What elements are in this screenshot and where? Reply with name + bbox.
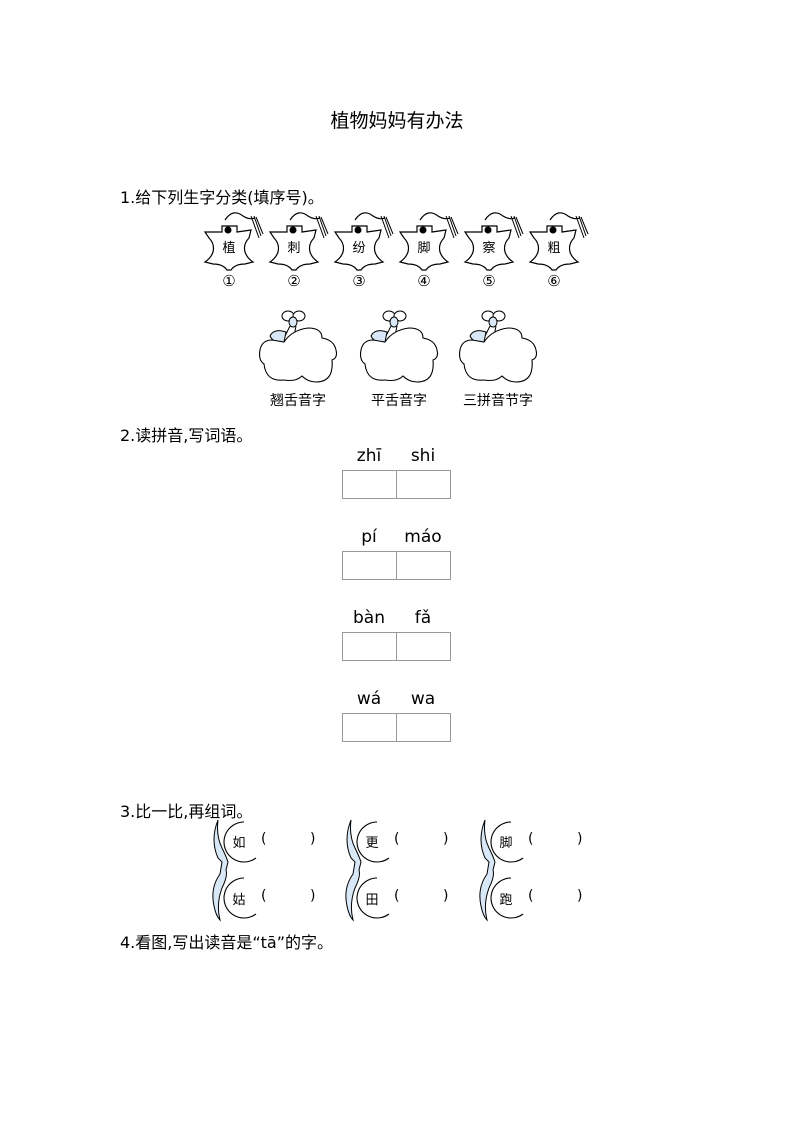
tag-character: 纷: [352, 241, 366, 256]
pair-character-bottom: 姑: [232, 893, 246, 908]
answer-blank-bottom[interactable]: [535, 889, 575, 907]
pair-character-bottom: 跑: [499, 893, 513, 908]
brace-icon: [212, 819, 257, 922]
bag-label: 三拼音节字: [463, 393, 533, 409]
tag-character: 脚: [417, 241, 431, 256]
page-title: 植物妈妈有办法: [330, 110, 464, 132]
leather-tag-icon: [268, 212, 329, 271]
tag-character: 植: [222, 241, 236, 256]
pinyin-word-4: wá wa: [342, 689, 452, 749]
writing-grid: [342, 551, 451, 580]
pinyin-word-2: pí máo: [342, 527, 452, 587]
open-paren: (: [528, 888, 534, 904]
question-2-heading: 2.读拼音,写词语。: [120, 426, 253, 445]
brace-icon: [345, 819, 390, 922]
pinyin-syllable: shi: [410, 446, 436, 466]
leather-tag-3: 纷 ③: [333, 208, 395, 294]
writing-cell[interactable]: [343, 714, 396, 741]
writing-cell[interactable]: [396, 471, 450, 498]
answer-blank-bottom[interactable]: [268, 889, 308, 907]
tag-number: ④: [417, 272, 431, 290]
writing-cell[interactable]: [396, 633, 450, 660]
pinyin-syllable: wa: [410, 689, 436, 709]
leather-tag-6: 粗 ⑥: [528, 208, 590, 294]
pinyin-syllable: máo: [404, 527, 442, 547]
bag-retroflex[interactable]: 翘舌音字: [256, 306, 340, 409]
close-paren: ): [577, 888, 583, 904]
writing-cell[interactable]: [343, 552, 396, 579]
leather-tag-icon: [333, 212, 394, 271]
pinyin-syllable: bàn: [353, 608, 385, 628]
close-paren: ): [577, 831, 583, 847]
tag-number: ②: [287, 272, 301, 290]
brace-icon: [479, 819, 524, 922]
writing-cell[interactable]: [343, 633, 396, 660]
close-paren: ): [443, 888, 449, 904]
bag-label: 平舌音字: [371, 393, 427, 409]
answer-blank-top[interactable]: [268, 832, 308, 850]
leather-tag-5: 察 ⑤: [463, 208, 525, 294]
tag-character: 刺: [287, 241, 301, 256]
bag-icon: [258, 310, 338, 383]
writing-cell[interactable]: [396, 552, 450, 579]
open-paren: (: [261, 831, 267, 847]
bag-triple-syllable[interactable]: 三拼音节字: [456, 306, 540, 409]
pair-character-top: 更: [365, 836, 379, 851]
writing-grid: [342, 632, 451, 661]
compare-pair-2: 更 田 ( ) ( ): [343, 818, 463, 922]
open-paren: (: [261, 888, 267, 904]
leather-tag-icon: [398, 212, 459, 271]
pinyin-word-1: zhī shi: [342, 446, 452, 506]
pinyin-syllable: fǎ: [414, 608, 432, 628]
answer-blank-top[interactable]: [535, 832, 575, 850]
writing-grid: [342, 713, 451, 742]
pinyin-syllable: pí: [361, 527, 377, 547]
leather-tag-icon: [528, 212, 589, 271]
tag-number: ③: [352, 272, 366, 290]
close-paren: ): [310, 831, 316, 847]
compare-pair-3: 脚 跑 ( ) ( ): [477, 818, 597, 922]
pinyin-syllable: wá: [356, 689, 382, 709]
question-1-heading: 1.给下列生字分类(填序号)。: [120, 188, 324, 207]
leather-tag-2: 刺 ②: [268, 208, 330, 294]
writing-cell[interactable]: [343, 471, 396, 498]
pair-character-bottom: 田: [365, 893, 379, 908]
tag-number: ⑥: [547, 272, 561, 290]
answer-blank-top[interactable]: [401, 832, 441, 850]
open-paren: (: [394, 831, 400, 847]
question-4-heading: 4.看图,写出读音是“tā”的字。: [120, 933, 334, 952]
bag-icon: [359, 310, 439, 383]
leather-tag-icon: [463, 212, 524, 271]
leather-tag-4: 脚 ④: [398, 208, 460, 294]
answer-blank-bottom[interactable]: [401, 889, 441, 907]
bag-icon: [458, 310, 538, 383]
bag-dental[interactable]: 平舌音字: [357, 306, 441, 409]
leather-tag-1: 植 ①: [203, 208, 265, 294]
pair-character-top: 如: [232, 836, 246, 851]
leather-tag-icon: [203, 212, 264, 271]
tag-number: ①: [222, 272, 236, 290]
open-paren: (: [528, 831, 534, 847]
writing-cell[interactable]: [396, 714, 450, 741]
pinyin-syllable: zhī: [356, 446, 382, 466]
bag-label: 翘舌音字: [270, 393, 326, 409]
pinyin-word-3: bàn fǎ: [342, 608, 452, 668]
close-paren: ): [443, 831, 449, 847]
writing-grid: [342, 470, 451, 499]
tag-number: ⑤: [482, 272, 496, 290]
compare-pair-1: 如 姑 ( ) ( ): [210, 818, 330, 922]
open-paren: (: [394, 888, 400, 904]
tag-character: 察: [482, 241, 496, 256]
question-3-heading: 3.比一比,再组词。: [120, 802, 253, 821]
pair-character-top: 脚: [499, 836, 513, 851]
close-paren: ): [310, 888, 316, 904]
tag-character: 粗: [547, 241, 561, 256]
